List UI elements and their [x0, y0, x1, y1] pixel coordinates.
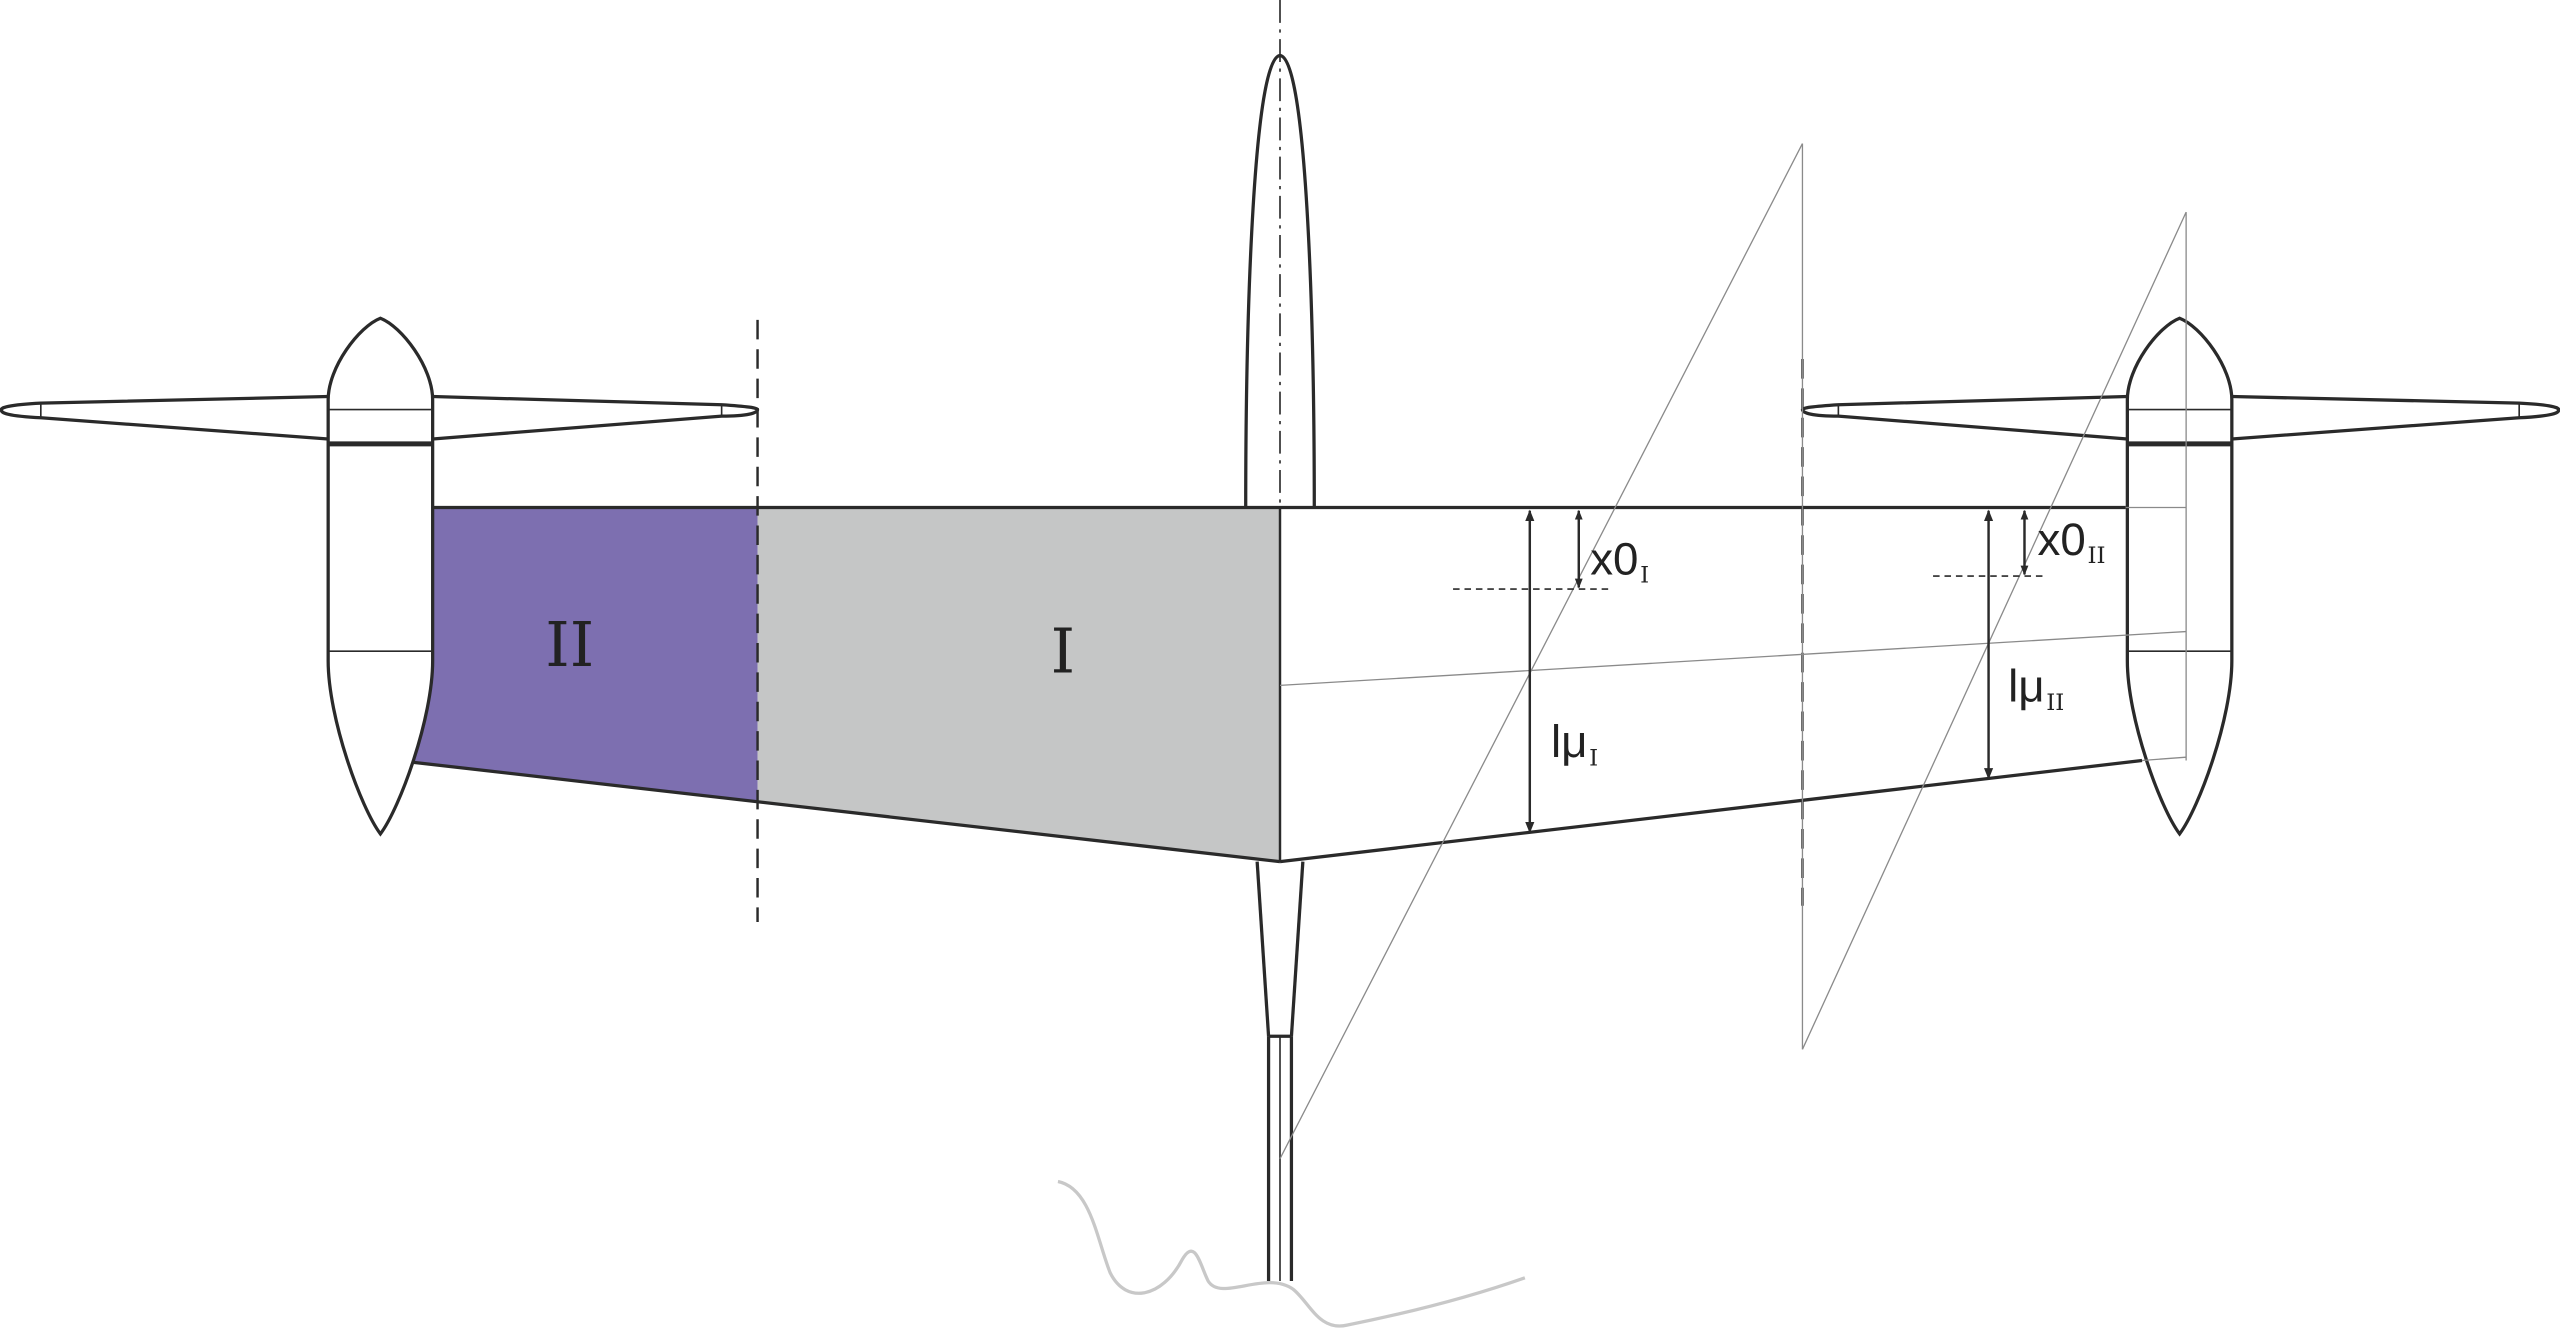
- wing-outline: [411, 505, 2143, 864]
- rear-boom: [1255, 861, 1305, 1282]
- region-two-label: II: [545, 608, 594, 681]
- x0-one-sub: I: [1640, 563, 1649, 589]
- lmu-one-main: lμ: [1551, 716, 1587, 767]
- construction-lines: [1279, 143, 2187, 1159]
- scribble-mark: [1057, 1179, 1526, 1328]
- x0-two-sub: II: [2087, 543, 2105, 569]
- x0-two-main: x0: [2038, 514, 2086, 565]
- lmu-two-main: lμ: [2008, 661, 2044, 712]
- region-one-label: I: [1051, 614, 1076, 687]
- x0-one-main: x0: [1590, 533, 1638, 584]
- region-one: [757, 507, 1280, 862]
- right-nacelle: [2125, 316, 2234, 837]
- vertical-fin: [1244, 53, 1316, 508]
- region-two: [411, 507, 758, 802]
- lmu-one-sub: I: [1589, 745, 1598, 771]
- lmu-two-sub: II: [2046, 690, 2064, 716]
- left-nacelle: [326, 316, 435, 837]
